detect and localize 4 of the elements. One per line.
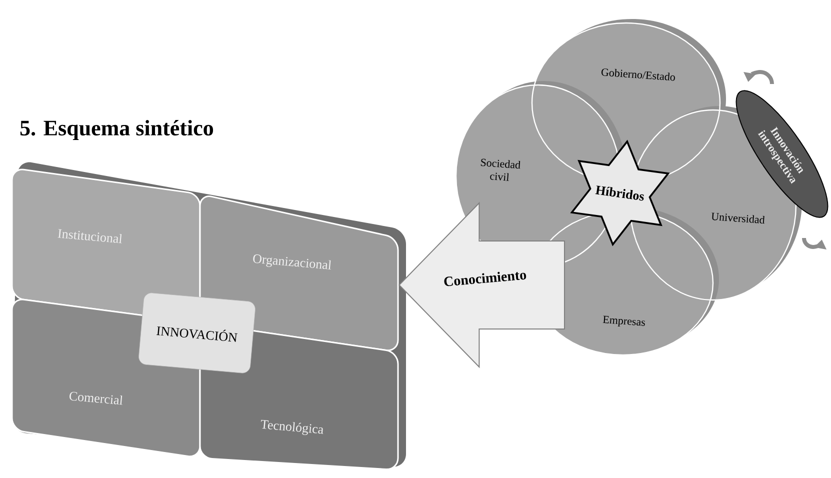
center-box: INNOVACIÓN	[138, 292, 256, 374]
edge-label: Conocimiento	[444, 272, 526, 286]
quadrant-panel: Institucional	[11, 168, 201, 322]
title: 5. Esquema sintético	[20, 120, 214, 140]
